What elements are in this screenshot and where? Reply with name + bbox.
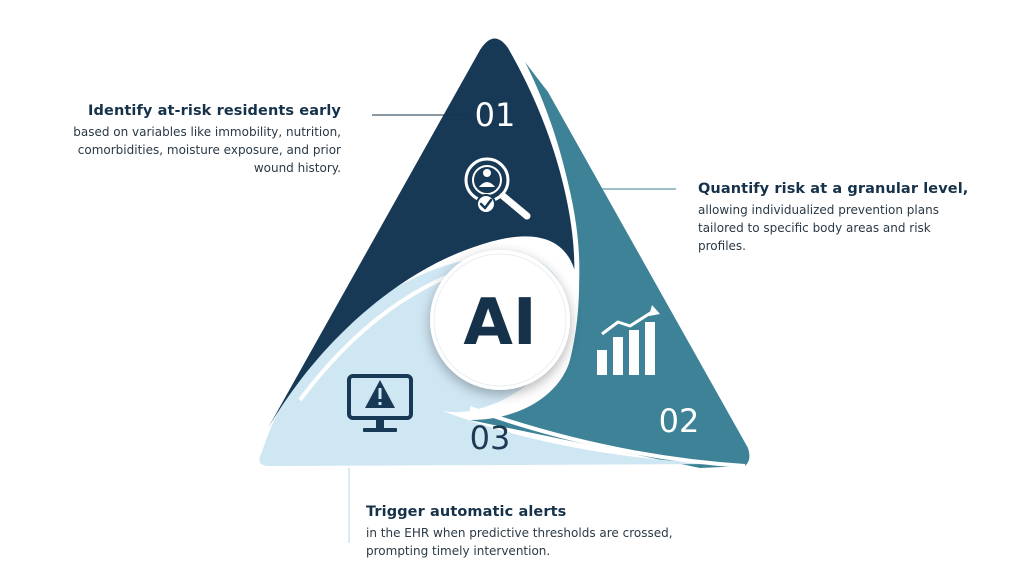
callout-03-title: Trigger automatic alerts <box>366 504 567 520</box>
bar-chart-trend-icon <box>597 305 660 375</box>
segment-02-number: 02 <box>659 402 700 440</box>
callout-01-title: Identify at-risk residents early <box>88 103 341 119</box>
divider-line <box>511 50 580 301</box>
callout-01-body: based on variables like immobility, nutr… <box>73 125 341 175</box>
segment-01-shape <box>268 38 578 428</box>
callout-02: Quantify risk at a granular level, allow… <box>698 181 978 255</box>
segment-03-number: 03 <box>470 419 511 457</box>
callout-02-body: allowing individualized prevention plans… <box>698 203 939 253</box>
magnifier-person-check-icon <box>464 157 531 220</box>
callout-01: Identify at-risk residents early based o… <box>60 103 341 177</box>
segment-02-shape <box>470 62 750 468</box>
callout-03-body: in the EHR when predictive thresholds ar… <box>366 526 673 558</box>
segment-01-number: 01 <box>475 96 516 134</box>
callout-03: Trigger automatic alerts in the EHR when… <box>366 504 726 560</box>
center-label: AI <box>463 286 536 360</box>
callout-02-title: Quantify risk at a granular level, <box>698 181 969 197</box>
monitor-alert-icon <box>347 374 413 432</box>
divider-line <box>469 406 746 468</box>
